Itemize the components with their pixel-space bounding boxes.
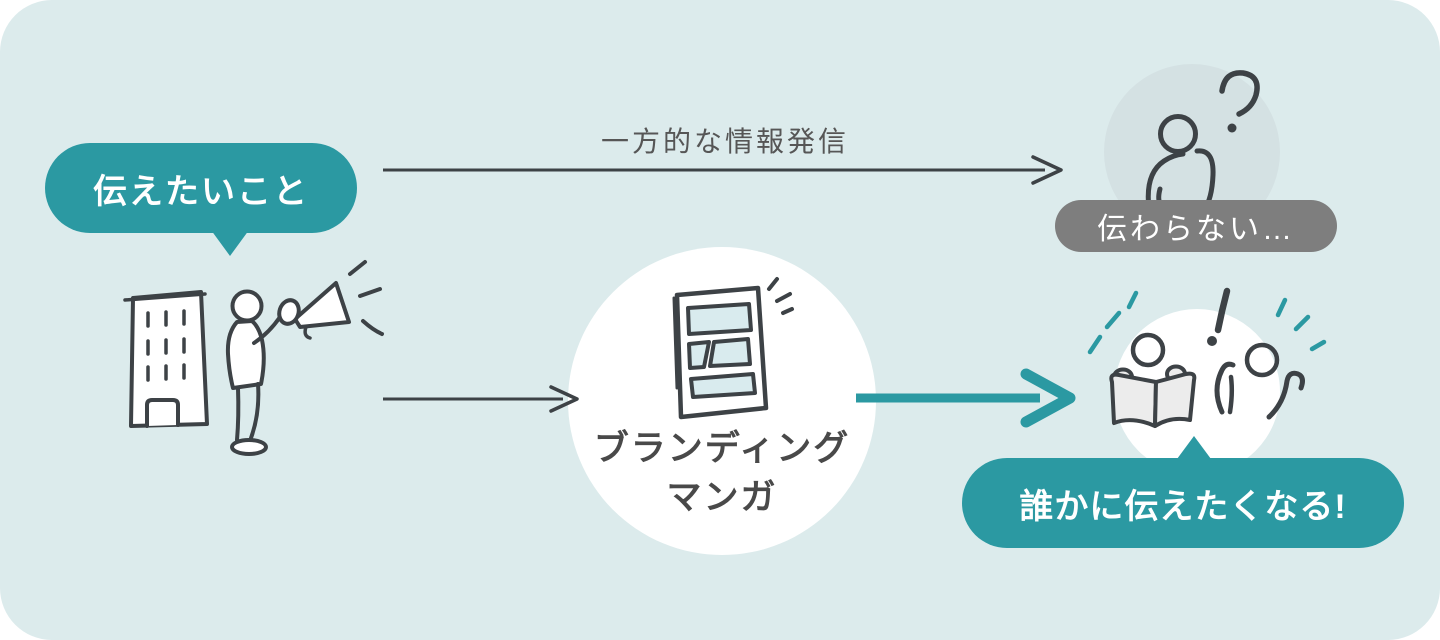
want-to-tell-bubble: 誰かに伝えたくなる! [962,458,1404,548]
people-reading-excited-icon [1087,287,1327,428]
sparkle-icon-right [1275,297,1327,352]
reader-person-icon [1109,332,1197,428]
manga-page-icon [672,277,794,420]
one-way-arrow-label: 一方的な情報発信 [600,126,849,157]
question-mark-icon [1219,70,1260,133]
to-manga-arrow [383,385,579,413]
branding-manga-label-line2: マンガ [666,478,778,517]
building-icon [123,290,209,428]
branding-manga-label: ブランディング マンガ [568,424,876,522]
not-conveyed-bubble: 伝わらない… [1055,200,1337,252]
building-megaphone-person-icon [123,260,384,456]
source-bubble: 伝えたいこと [45,143,357,233]
to-readers-arrow [856,368,1076,428]
branding-manga-label-line1: ブランディング [593,429,851,468]
emphasis-marks-icon [767,277,794,315]
exclamation-icon [1207,287,1231,346]
source-bubble-label: 伝えたいこと [93,172,309,211]
sound-lines-icon [348,260,384,336]
one-way-arrow [383,155,1063,185]
not-conveyed-label: 伝わらない… [1097,213,1295,246]
sparkle-icon-left [1087,290,1139,355]
source-bubble-tail [211,230,249,256]
want-to-tell-bubble-tail [1177,436,1211,459]
want-to-tell-label: 誰かに伝えたくなる! [1019,487,1347,526]
megaphone-person-icon [225,260,384,456]
excited-person-icon [1214,342,1305,420]
